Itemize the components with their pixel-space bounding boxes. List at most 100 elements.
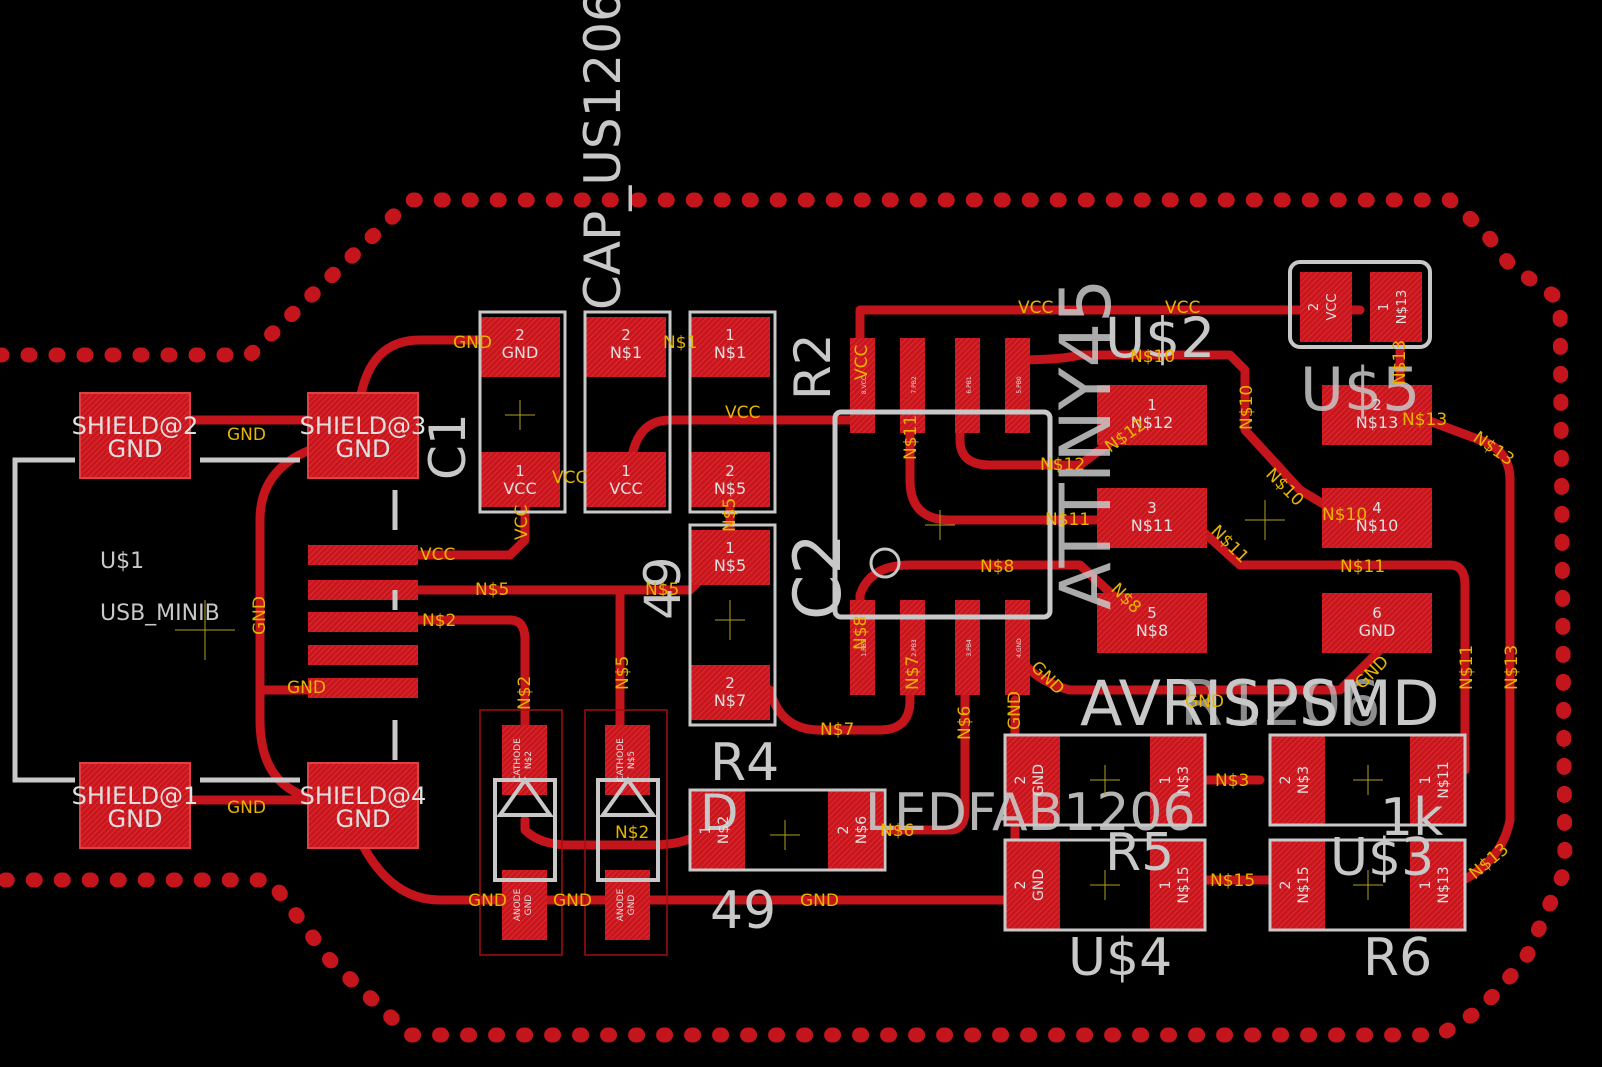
pad-r4-2 bbox=[828, 790, 883, 870]
pad-ic-5 bbox=[1005, 338, 1030, 433]
label-d: D bbox=[700, 784, 739, 842]
label-avrispsmd: AVRISPSMD bbox=[1080, 667, 1440, 740]
label-r2: R2 bbox=[784, 333, 842, 400]
label-u3: U$3 bbox=[1330, 828, 1434, 888]
usb-finger-4 bbox=[308, 645, 418, 665]
net-n10-top: N$10 bbox=[1130, 347, 1175, 367]
net-vcc-c1: VCC bbox=[552, 468, 587, 488]
net-gnd-bot2: GND bbox=[553, 891, 592, 911]
pad-c2-2 bbox=[586, 317, 666, 377]
pad-c1-2-net: GND bbox=[502, 343, 539, 362]
net-n11-h: N$11 bbox=[1340, 557, 1385, 577]
label-r5: R5 bbox=[1105, 823, 1174, 883]
pad-led1-c-name: CATHODE bbox=[513, 738, 523, 782]
net-n6-v: N$6 bbox=[955, 706, 975, 740]
pad-r4-1-num: 1 bbox=[698, 826, 714, 835]
pad-shield4 bbox=[307, 762, 419, 849]
net-n13-h: N$13 bbox=[1402, 410, 1447, 430]
pad-r5-2 bbox=[1005, 840, 1060, 930]
net-gnd-shield-top: GND bbox=[227, 425, 266, 445]
net-gnd-ic: GND bbox=[1026, 657, 1068, 699]
net-n11-ic: N$11 bbox=[901, 415, 921, 460]
pad-u3-1-net: N$11 bbox=[1436, 761, 1452, 798]
net-vcc-usb: VCC bbox=[420, 545, 455, 565]
pad-u3-2 bbox=[1270, 735, 1325, 825]
pad-isp2-net: N$13 bbox=[1356, 413, 1399, 432]
net-n2-usb: N$2 bbox=[422, 611, 456, 631]
pad-isp-2 bbox=[1322, 385, 1432, 445]
usb-finger-3 bbox=[308, 612, 418, 632]
net-n5-v2: N$5 bbox=[613, 656, 633, 690]
pad-shield2 bbox=[79, 392, 191, 479]
net-n8-top: N$8 bbox=[980, 557, 1014, 577]
net-n2-v: N$2 bbox=[515, 676, 535, 710]
net-n15: N$15 bbox=[1210, 871, 1255, 891]
pad-r5-2-num: 2 bbox=[1013, 881, 1029, 890]
board-outline bbox=[0, 192, 1573, 1043]
label-u4: U$4 bbox=[1068, 928, 1172, 988]
net-n7-v: N$7 bbox=[903, 656, 923, 690]
pad-shield1 bbox=[79, 762, 191, 849]
pad-isp6-num: 6 bbox=[1372, 604, 1382, 622]
pad-isp5-num: 5 bbox=[1147, 604, 1157, 622]
pad-isp3-net: N$11 bbox=[1131, 516, 1174, 535]
label-r6: R6 bbox=[1363, 928, 1432, 988]
pad-c1-1-net: VCC bbox=[503, 479, 536, 498]
label-c1: C1 bbox=[419, 413, 477, 480]
net-gnd-isp: GND bbox=[1185, 692, 1224, 712]
pad-r4-1-net: N$2 bbox=[716, 816, 732, 844]
pad-led1-c-net: N$2 bbox=[524, 751, 534, 769]
pad-shield2-name: SHIELD@2 bbox=[72, 412, 199, 440]
pad-c2-1 bbox=[586, 452, 666, 507]
pad-u4-1-net: N$3 bbox=[1176, 766, 1192, 794]
net-n5-usb: N$5 bbox=[475, 580, 509, 600]
net-n13-d: N$13 bbox=[1469, 428, 1517, 470]
net-vcc-top2: VCC bbox=[1165, 298, 1200, 318]
pad-r2-1-num: 1 bbox=[725, 326, 735, 344]
net-vcc-mid: VCC bbox=[725, 403, 760, 423]
pad-r3-2-num: 2 bbox=[725, 674, 735, 692]
pad-r5-1-num: 1 bbox=[1158, 881, 1174, 890]
pad-r6-2-net: N$15 bbox=[1296, 866, 1312, 903]
origin-markers bbox=[175, 400, 1383, 900]
pad-c1-2 bbox=[480, 317, 560, 377]
pad-u4-2 bbox=[1005, 735, 1060, 825]
pad-r3-2 bbox=[690, 665, 770, 720]
pad-r2-2-net: N$5 bbox=[714, 479, 746, 498]
pad-ic-8 bbox=[850, 338, 875, 433]
label-u1: U$1 bbox=[100, 549, 144, 574]
pad-r2-2-num: 2 bbox=[725, 462, 735, 480]
pad-u5-1 bbox=[1370, 272, 1422, 342]
pad-r5-1-net: N$15 bbox=[1176, 866, 1192, 903]
label-usb-minib: USB_MINIB bbox=[100, 601, 220, 626]
pad-isp3-num: 3 bbox=[1147, 499, 1157, 517]
pad-r6-1-num: 1 bbox=[1418, 881, 1434, 890]
pad-c1-1 bbox=[480, 452, 560, 507]
pad-u4-2-num: 2 bbox=[1013, 776, 1029, 785]
net-n7: N$7 bbox=[820, 720, 854, 740]
pad-u4-1 bbox=[1150, 735, 1205, 825]
pad-led2-c-name: CATHODE bbox=[616, 738, 626, 782]
pad-isp1-net: N$12 bbox=[1131, 413, 1174, 432]
pad-u3-2-num: 2 bbox=[1278, 776, 1294, 785]
pad-ic4-label: 4.GND bbox=[1016, 638, 1023, 658]
label-u2: U$2 bbox=[1105, 306, 1215, 370]
net-n5-r: N$5 bbox=[645, 580, 679, 600]
net-n6-h: N$6 bbox=[880, 821, 914, 841]
pad-ic1-label: 1.PB5 bbox=[861, 639, 868, 656]
net-gnd-top: GND bbox=[453, 333, 492, 353]
label-r4: R4 bbox=[710, 733, 779, 793]
net-gnd-shield-bot: GND bbox=[227, 798, 266, 818]
pad-u3-1-num: 1 bbox=[1418, 776, 1434, 785]
net-n12-ic: N$12 bbox=[1040, 455, 1085, 475]
pad-shield3-net: GND bbox=[335, 435, 390, 463]
pad-labels: SHIELD@2 GND SHIELD@3 GND SHIELD@1 GND S… bbox=[72, 290, 1452, 922]
net-n1-top: N$1 bbox=[663, 333, 697, 353]
pad-shield4-name: SHIELD@4 bbox=[300, 782, 427, 810]
pad-shield3 bbox=[307, 392, 419, 479]
pad-u4-1-num: 1 bbox=[1158, 776, 1174, 785]
pad-r2-1 bbox=[690, 317, 770, 377]
pad-ic-6 bbox=[955, 338, 980, 433]
usb-finger-5 bbox=[308, 678, 418, 698]
pad-u5-1-num: 1 bbox=[1377, 303, 1392, 311]
